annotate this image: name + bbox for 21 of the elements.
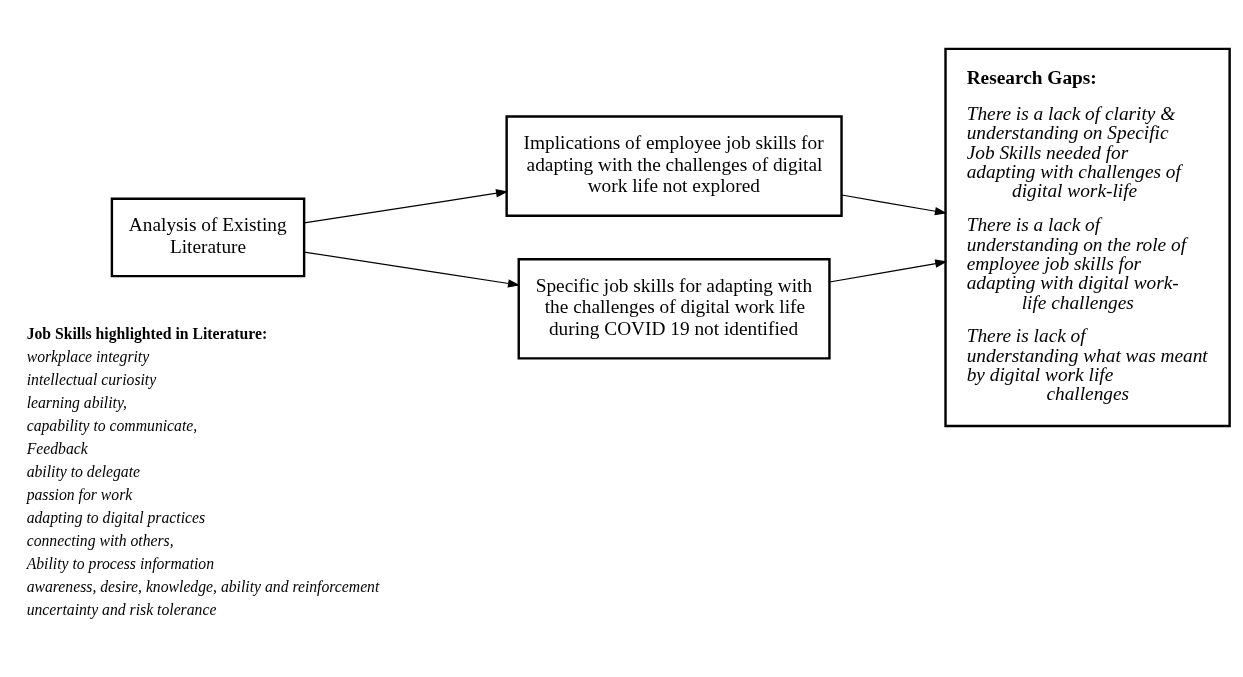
label: workplace integrity: [26, 347, 150, 365]
arrow: [841, 193, 947, 215]
label: ability to delegate: [26, 462, 141, 480]
node-box: Specific job skills for adapting with the challenges of digital work life during COVID 19 not identified: [517, 257, 831, 360]
node-box: Research Gaps: There is a lack of clarity & understanding on Specific Job Skills needed for adapting with challenges of digital work-life There is a lack of understanding on the role of employee job skills for adapting with digital work-life challenges There is lack of understanding what was meant by digital work life challenges: [944, 47, 1231, 427]
arrow: [303, 188, 509, 223]
label: adapting to digital practices: [26, 508, 206, 526]
label: capability to communicate,: [26, 416, 198, 434]
label: uncertainty and risk tolerance: [26, 600, 217, 618]
arrow: [303, 250, 521, 288]
label: awareness, desire, knowledge, ability and reinforcement: [26, 577, 380, 595]
label: connecting with others,: [26, 531, 174, 549]
label: learning ability,: [26, 393, 127, 411]
label: passion for work: [26, 485, 133, 503]
node-box: Analysis of Existing Literature: [110, 197, 306, 277]
node-box: Implications of employee job skills for adapting with the challenges of digital work life not explored: [505, 114, 843, 217]
label: Ability to process information: [26, 554, 215, 572]
label: Job Skills highlighted in Literature:: [26, 324, 268, 342]
label: intellectual curiosity: [26, 370, 157, 388]
label: Feedback: [26, 439, 88, 457]
arrow: [828, 258, 948, 283]
